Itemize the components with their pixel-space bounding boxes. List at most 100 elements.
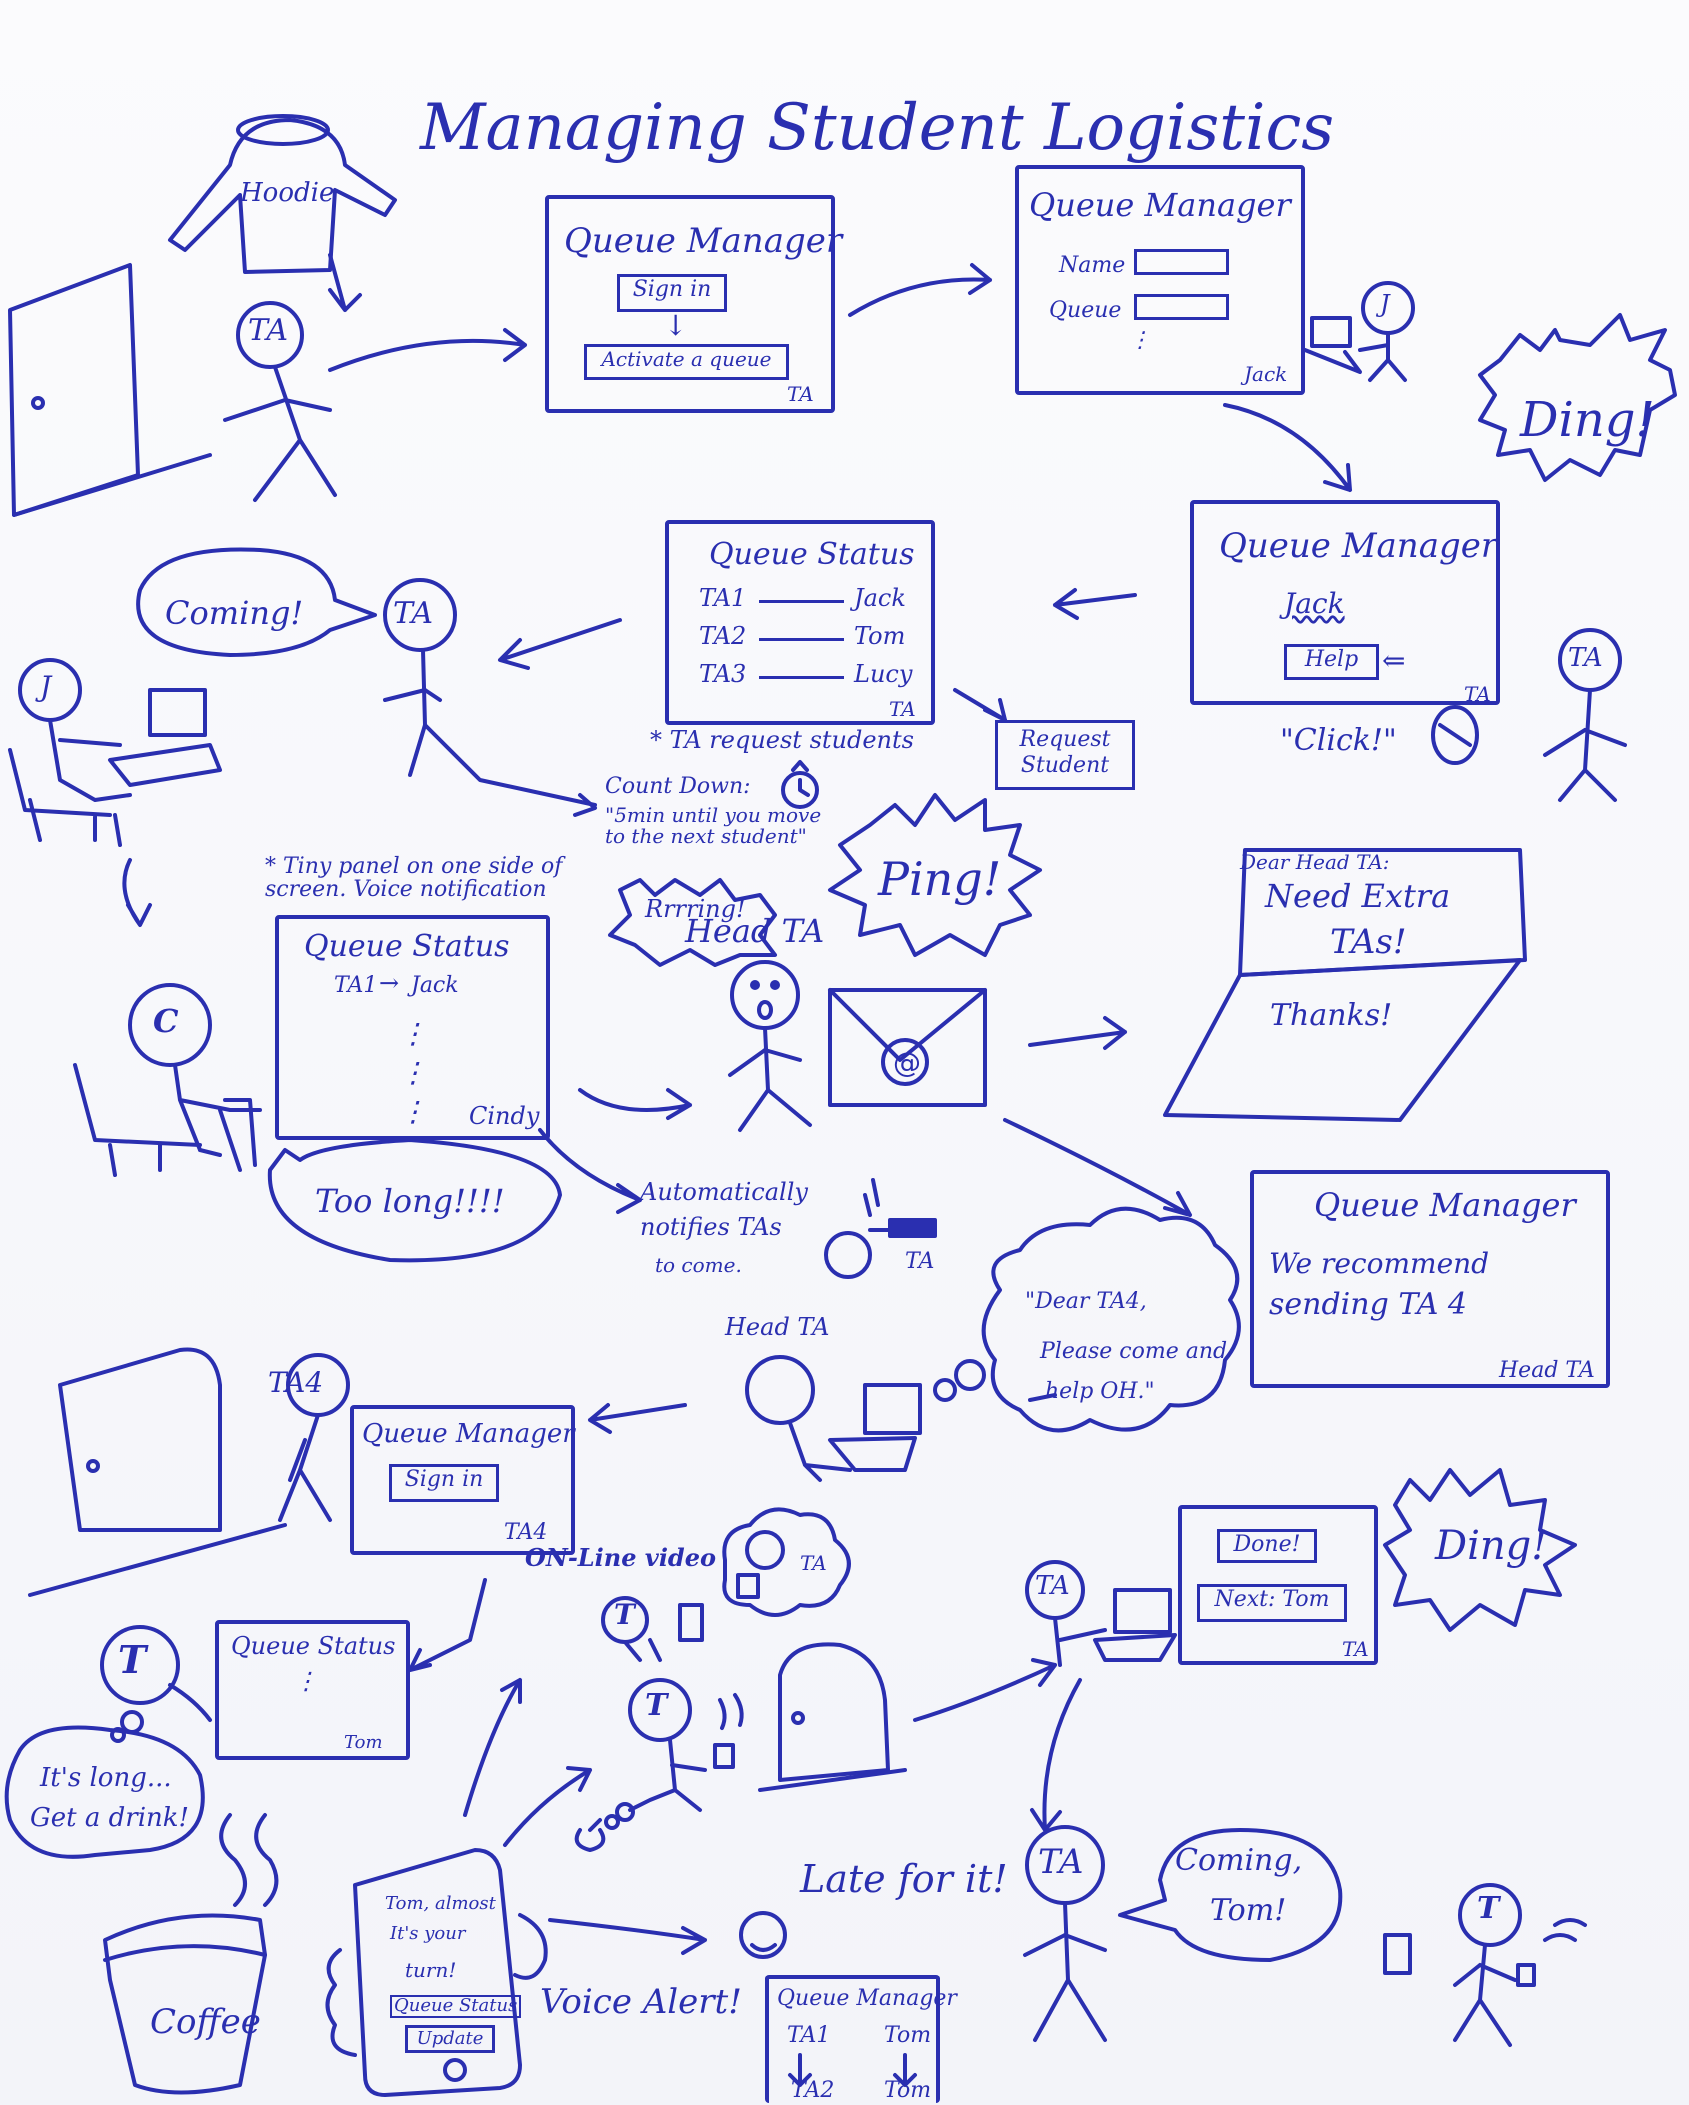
- cursor-icon: ⇐: [1382, 644, 1406, 677]
- hoodie-label: Hoodie: [240, 178, 335, 208]
- status-row: TA2 Tom: [699, 622, 919, 660]
- ta-head-label: TA: [1035, 1571, 1070, 1601]
- request-note: * TA request students: [650, 726, 914, 754]
- done-next-panel: Done! Next: Tom TA: [1178, 1505, 1378, 1665]
- panel-title: Queue Status: [231, 1632, 396, 1660]
- row-student: Jack: [411, 973, 459, 998]
- panel-title: Queue Manager: [564, 221, 843, 261]
- connector-line: [759, 676, 844, 679]
- student-name: Jack: [1284, 587, 1345, 620]
- thought-line-3: help OH.": [1045, 1379, 1155, 1404]
- auto-notify-line-1: Automatically: [640, 1178, 808, 1206]
- late-label: Late for it!: [800, 1857, 1008, 1901]
- panel-title: Queue Manager: [1314, 1186, 1576, 1224]
- tiny-panel-note: * Tiny panel on one side of screen. Voic…: [265, 854, 563, 903]
- panel-owner: TA: [787, 382, 814, 406]
- queue-input[interactable]: [1134, 294, 1229, 320]
- name-input[interactable]: [1134, 249, 1229, 275]
- row-ta: TA2: [699, 622, 747, 650]
- video-ta-label: TA: [800, 1551, 827, 1575]
- row-ta: TA3: [699, 660, 747, 688]
- queue-manager-panel-ta: Queue Manager Sign in ↓ Activate a queue…: [545, 195, 842, 413]
- hoodie-icon: [168, 118, 397, 274]
- student-head-label: C: [153, 1002, 179, 1040]
- tom-head-label: T: [1477, 1891, 1500, 1926]
- connector-line: [759, 638, 844, 641]
- coffee-label: Coffee: [150, 2002, 261, 2042]
- panel-title: Queue Manager: [1219, 526, 1498, 566]
- ding-text: Ding!: [1520, 392, 1655, 448]
- auto-notify-line-3: to come.: [655, 1253, 742, 1277]
- request-student-button[interactable]: Request Student: [995, 720, 1135, 790]
- queue-manager-signup-panel: Queue Manager Name Queue ⋮ Jack: [1015, 165, 1305, 395]
- email-signoff: Thanks!: [1270, 998, 1393, 1033]
- panel-owner: TA: [1464, 682, 1491, 706]
- phone-line-2: It's your: [390, 1923, 466, 1944]
- connector-line: [759, 600, 844, 603]
- status-row: TA1 Jack: [699, 584, 919, 622]
- sign-in-button[interactable]: Sign in: [617, 274, 727, 312]
- countdown-message: "5min until you move to the next student…: [605, 803, 822, 848]
- tom-head-label: T: [118, 1637, 147, 1682]
- next-button[interactable]: Next: Tom: [1197, 1584, 1347, 1622]
- tiny-queue-status-panel: Queue Status TA1 → Jack ⋮⋮⋮ Cindy: [275, 915, 550, 1140]
- row-ta: TA1: [787, 2023, 831, 2048]
- head-ta-label: Head TA: [725, 1313, 830, 1341]
- ta-head-label: TA: [393, 596, 434, 631]
- head-ta-label: Head TA: [685, 912, 825, 950]
- row-student: Tom: [884, 2023, 932, 2048]
- arrow-right-icon: →: [379, 969, 400, 997]
- panel-title: Queue Manager: [1029, 186, 1291, 224]
- panel-owner: TA: [889, 697, 916, 721]
- page-title: Managing Student Logistics: [420, 91, 1335, 165]
- tom-head-label: T: [614, 1598, 635, 1631]
- panel-title: Queue Status: [709, 537, 915, 572]
- arrow-down-icon: ↓: [664, 309, 688, 342]
- sign-in-button[interactable]: Sign in: [389, 1464, 499, 1502]
- ta-head-label: TA: [1568, 643, 1603, 673]
- recommend-line-2: sending TA 4: [1269, 1287, 1467, 1322]
- bubble-line-1: Coming,: [1175, 1843, 1303, 1878]
- ellipsis-dots: ⋮: [1129, 328, 1151, 353]
- tom-queue-status-panel: Queue Status ⋮ Tom: [215, 1620, 410, 1760]
- thought-line-1: "Dear TA4,: [1025, 1289, 1147, 1314]
- ellipsis-dots: ⋮⋮⋮: [399, 1017, 427, 1129]
- name-label: Name: [1059, 253, 1126, 278]
- panel-owner: TA4: [504, 1520, 548, 1545]
- student-head-label: J: [1380, 290, 1390, 318]
- panel-owner: Cindy: [469, 1102, 540, 1130]
- row-ta: TA1: [334, 973, 378, 998]
- update-button[interactable]: Update: [405, 2025, 495, 2053]
- online-video-label: ON-Line video: [525, 1543, 716, 1572]
- ta4-head-label: TA4: [268, 1366, 324, 1399]
- row-ta: TA2: [791, 2078, 835, 2103]
- panel-owner: Tom: [344, 1732, 383, 1753]
- email-line-2: TAs!: [1330, 922, 1407, 962]
- svg-text:@: @: [893, 1046, 921, 1079]
- panel-owner: TA: [1342, 1637, 1369, 1661]
- recommend-line-1: We recommend: [1269, 1247, 1490, 1280]
- activate-queue-button[interactable]: Activate a queue: [584, 344, 789, 380]
- speech-bubble-text: Coming!: [165, 594, 304, 632]
- panel-title: Queue Manager: [362, 1419, 575, 1449]
- status-row: TA3 Lucy: [699, 660, 919, 698]
- ta-label: TA: [905, 1249, 935, 1274]
- row-ta: TA1: [699, 584, 747, 612]
- ring-text: Rrrring!: [645, 895, 746, 923]
- speech-bubble-text: Too long!!!!: [315, 1182, 505, 1220]
- panel-owner: Head TA: [1499, 1358, 1595, 1383]
- row-student: Lucy: [854, 660, 913, 688]
- help-button[interactable]: Help: [1284, 644, 1379, 680]
- done-button[interactable]: Done!: [1217, 1529, 1317, 1563]
- voice-alert-label: Voice Alert!: [540, 1982, 742, 2022]
- bubble-line-2: Get a drink!: [30, 1803, 189, 1833]
- bubble-line-2: Tom!: [1210, 1893, 1287, 1928]
- queue-label: Queue: [1049, 298, 1122, 323]
- status-rows: TA1 Jack TA2 Tom TA3 Lucy: [699, 584, 919, 698]
- door-icon: [8, 263, 140, 517]
- queue-manager-help-panel: Queue Manager Jack Help ⇐ TA: [1190, 500, 1500, 705]
- tom-head-label: T: [645, 1688, 668, 1723]
- phone-line-4: Queue Status: [390, 1995, 522, 2018]
